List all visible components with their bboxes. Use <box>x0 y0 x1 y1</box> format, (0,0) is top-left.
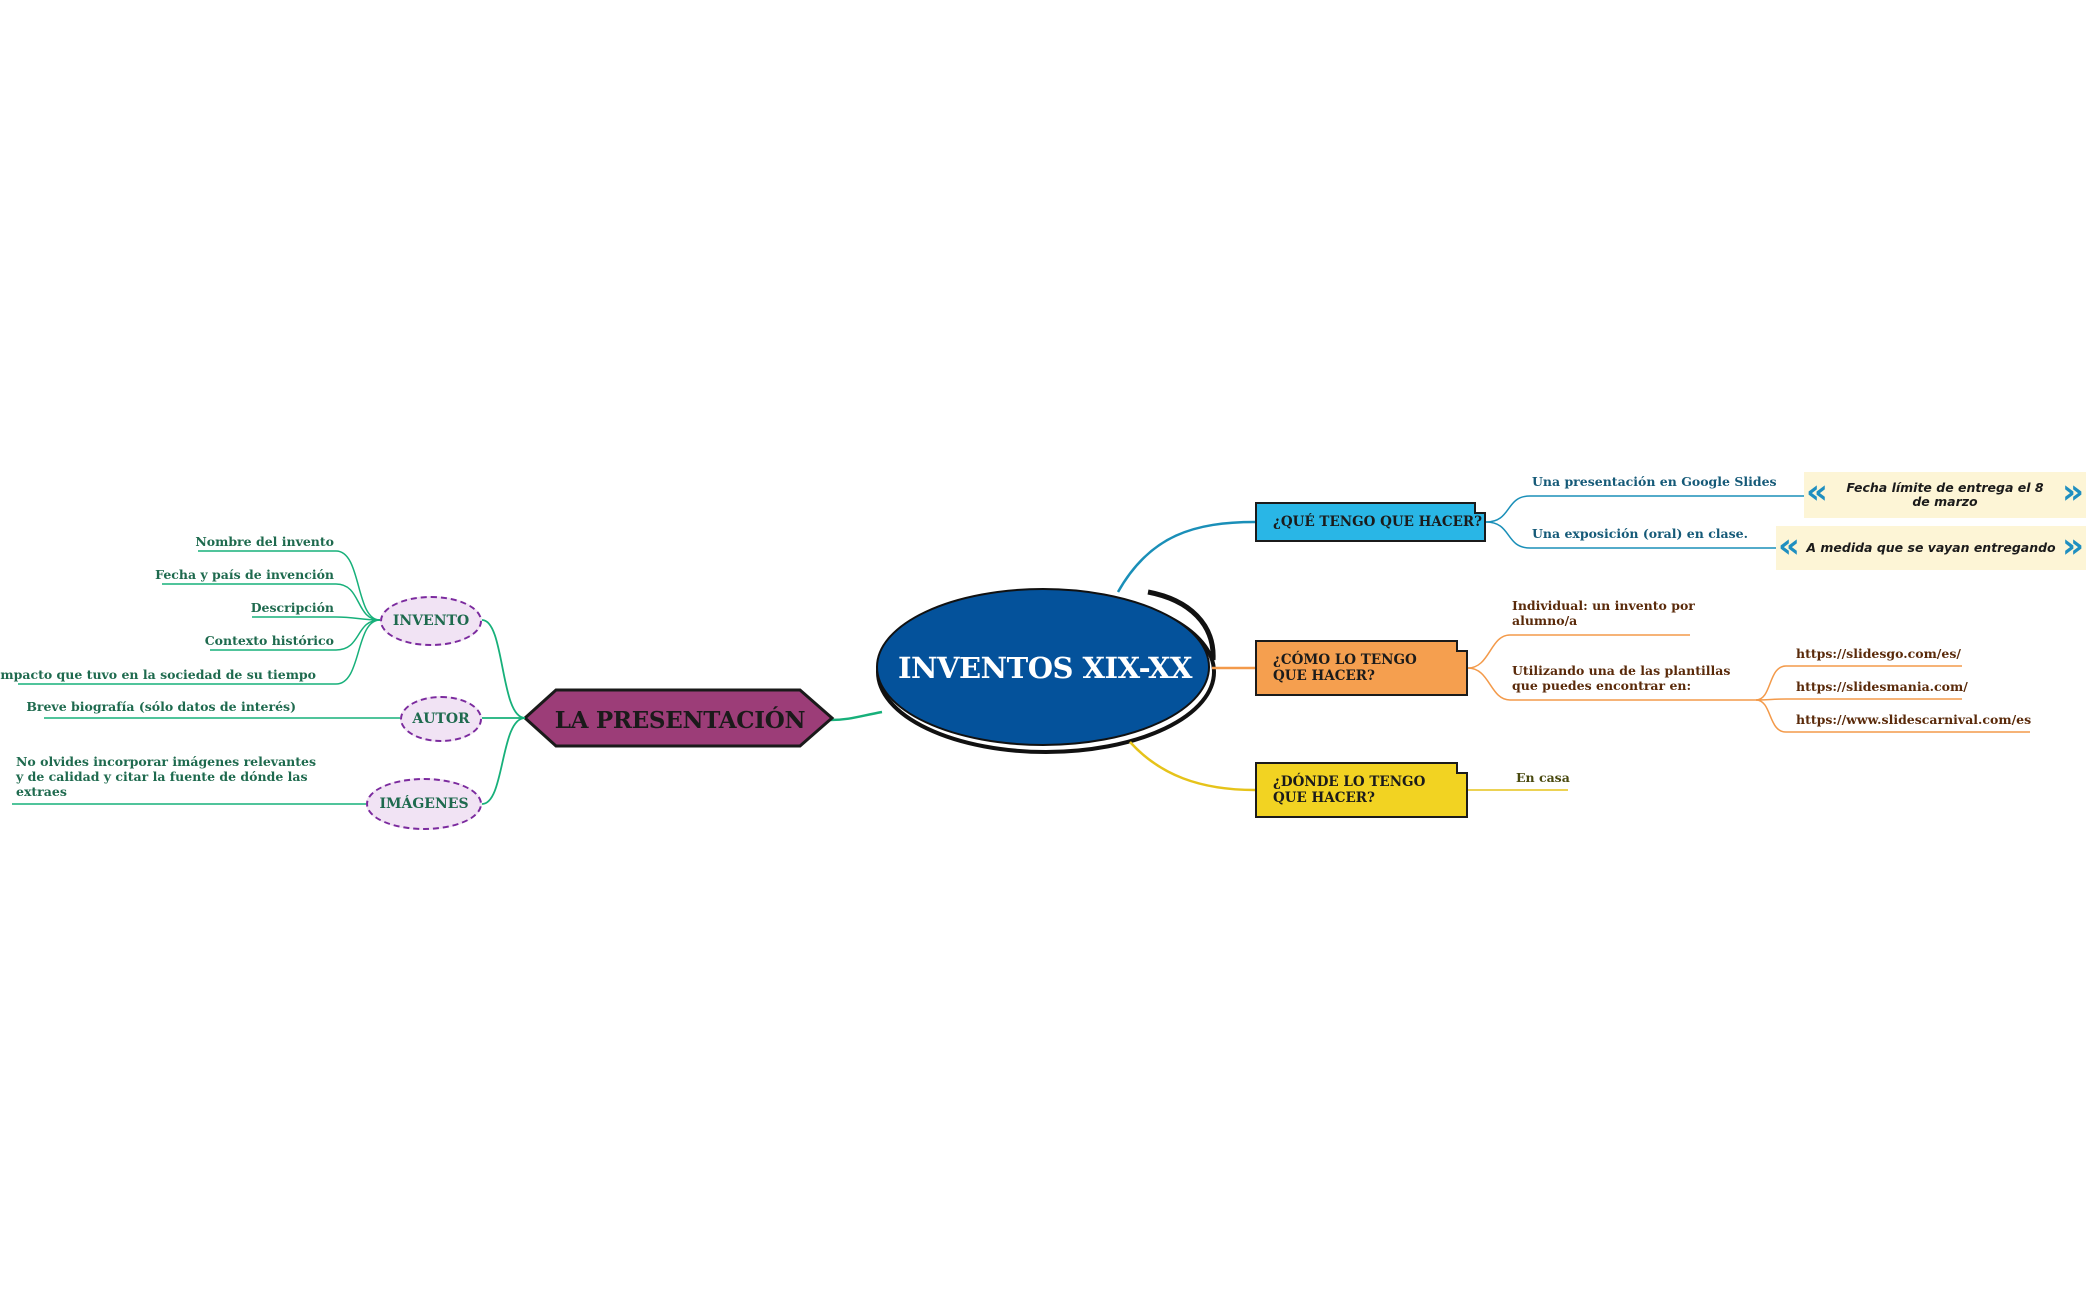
subtopic-invento[interactable]: INVENTO <box>380 596 482 646</box>
subtopic-imagenes[interactable]: IMÁGENES <box>366 778 482 830</box>
topic-como-label: ¿CÓMO LO TENGO QUE HACER? <box>1273 652 1417 684</box>
link-center-que <box>1116 520 1256 593</box>
leaf-que-presentacion[interactable]: Una presentación en Google Slides <box>1532 474 1777 489</box>
link-slidesmania[interactable]: https://slidesmania.com/ <box>1796 679 1968 694</box>
left-main-hexagon <box>522 688 835 748</box>
topic-donde-lo-tengo-que-hacer[interactable]: ¿DÓNDE LO TENGO QUE HACER? <box>1255 762 1468 818</box>
note-fecha-limite[interactable]: « Fecha límite de entrega el 8 de marzo … <box>1804 472 2086 518</box>
topic-que-label: ¿QUÉ TENGO QUE HACER? <box>1273 514 1483 530</box>
leaf-como-plantillas[interactable]: Utilizando una de las plantillas que pue… <box>1512 663 1731 693</box>
link-center-left <box>829 710 883 722</box>
subtopic-autor[interactable]: AUTOR <box>400 696 482 742</box>
double-chevron-right-icon: » <box>2062 472 2084 512</box>
link-como-link-1 <box>1755 665 1962 701</box>
link-que-1 <box>1485 495 1804 523</box>
note-fold-icon <box>1474 502 1486 514</box>
leaf-invento-impacto[interactable]: Impacto que tuvo en la sociedad de su ti… <box>0 667 316 682</box>
link-slidescarnival[interactable]: https://www.slidescarnival.com/es <box>1796 712 2032 727</box>
leaf-donde-en-casa[interactable]: En casa <box>1516 770 1570 785</box>
link-como-1 <box>1467 634 1690 669</box>
double-chevron-left-icon: « <box>1806 472 1828 512</box>
topic-que-tengo-que-hacer[interactable]: ¿QUÉ TENGO QUE HACER? <box>1255 502 1486 542</box>
link-invento-1 <box>198 550 381 621</box>
note-a-medida-text: A medida que se vayan entregando <box>1806 540 2056 555</box>
link-como-2 <box>1467 667 1756 701</box>
note-fold-icon <box>1456 640 1468 652</box>
topic-como-lo-tengo-que-hacer[interactable]: ¿CÓMO LO TENGO QUE HACER? <box>1255 640 1468 696</box>
center-ellipse-stroke-accent <box>1147 589 1216 661</box>
center-title[interactable]: INVENTOS XIX-XX <box>897 650 1193 685</box>
leaf-invento-nombre[interactable]: Nombre del invento <box>195 534 334 549</box>
note-fecha-limite-text: Fecha límite de entrega el 8 de marzo <box>1846 480 2044 509</box>
double-chevron-right-icon: » <box>2062 526 2084 566</box>
link-center-donde <box>1129 741 1256 792</box>
leaf-como-individual[interactable]: Individual: un invento por alumno/a <box>1512 598 1695 628</box>
link-main-imagenes <box>481 717 526 805</box>
link-invento-4 <box>210 619 381 651</box>
link-como-link-3 <box>1755 699 2030 733</box>
link-que-2 <box>1485 521 1776 549</box>
center-ellipse <box>876 588 1210 746</box>
note-fold-icon <box>1456 762 1468 774</box>
note-a-medida[interactable]: « A medida que se vayan entregando » <box>1776 526 2086 570</box>
leaf-imagenes-nota[interactable]: No olvides incorporar imágenes relevante… <box>16 754 317 799</box>
link-slidesgo[interactable]: https://slidesgo.com/es/ <box>1796 646 1961 661</box>
leaf-invento-descripcion[interactable]: Descripción <box>250 600 334 615</box>
link-como-link-2 <box>1755 698 1962 701</box>
link-main-invento <box>481 619 526 719</box>
leaf-que-exposicion[interactable]: Una exposición (oral) en clase. <box>1532 526 1748 541</box>
double-chevron-left-icon: « <box>1778 526 1800 566</box>
topic-donde-label: ¿DÓNDE LO TENGO QUE HACER? <box>1273 774 1426 806</box>
link-invento-2 <box>162 583 381 621</box>
left-main-topic-label[interactable]: LA PRESENTACIÓN <box>554 706 806 734</box>
link-invento-5 <box>18 619 381 685</box>
leaf-autor-biografia[interactable]: Breve biografía (sólo datos de interés) <box>26 699 296 714</box>
leaf-invento-fecha[interactable]: Fecha y país de invención <box>155 567 334 582</box>
leaf-invento-contexto[interactable]: Contexto histórico <box>204 633 334 648</box>
link-invento-3 <box>252 616 381 621</box>
